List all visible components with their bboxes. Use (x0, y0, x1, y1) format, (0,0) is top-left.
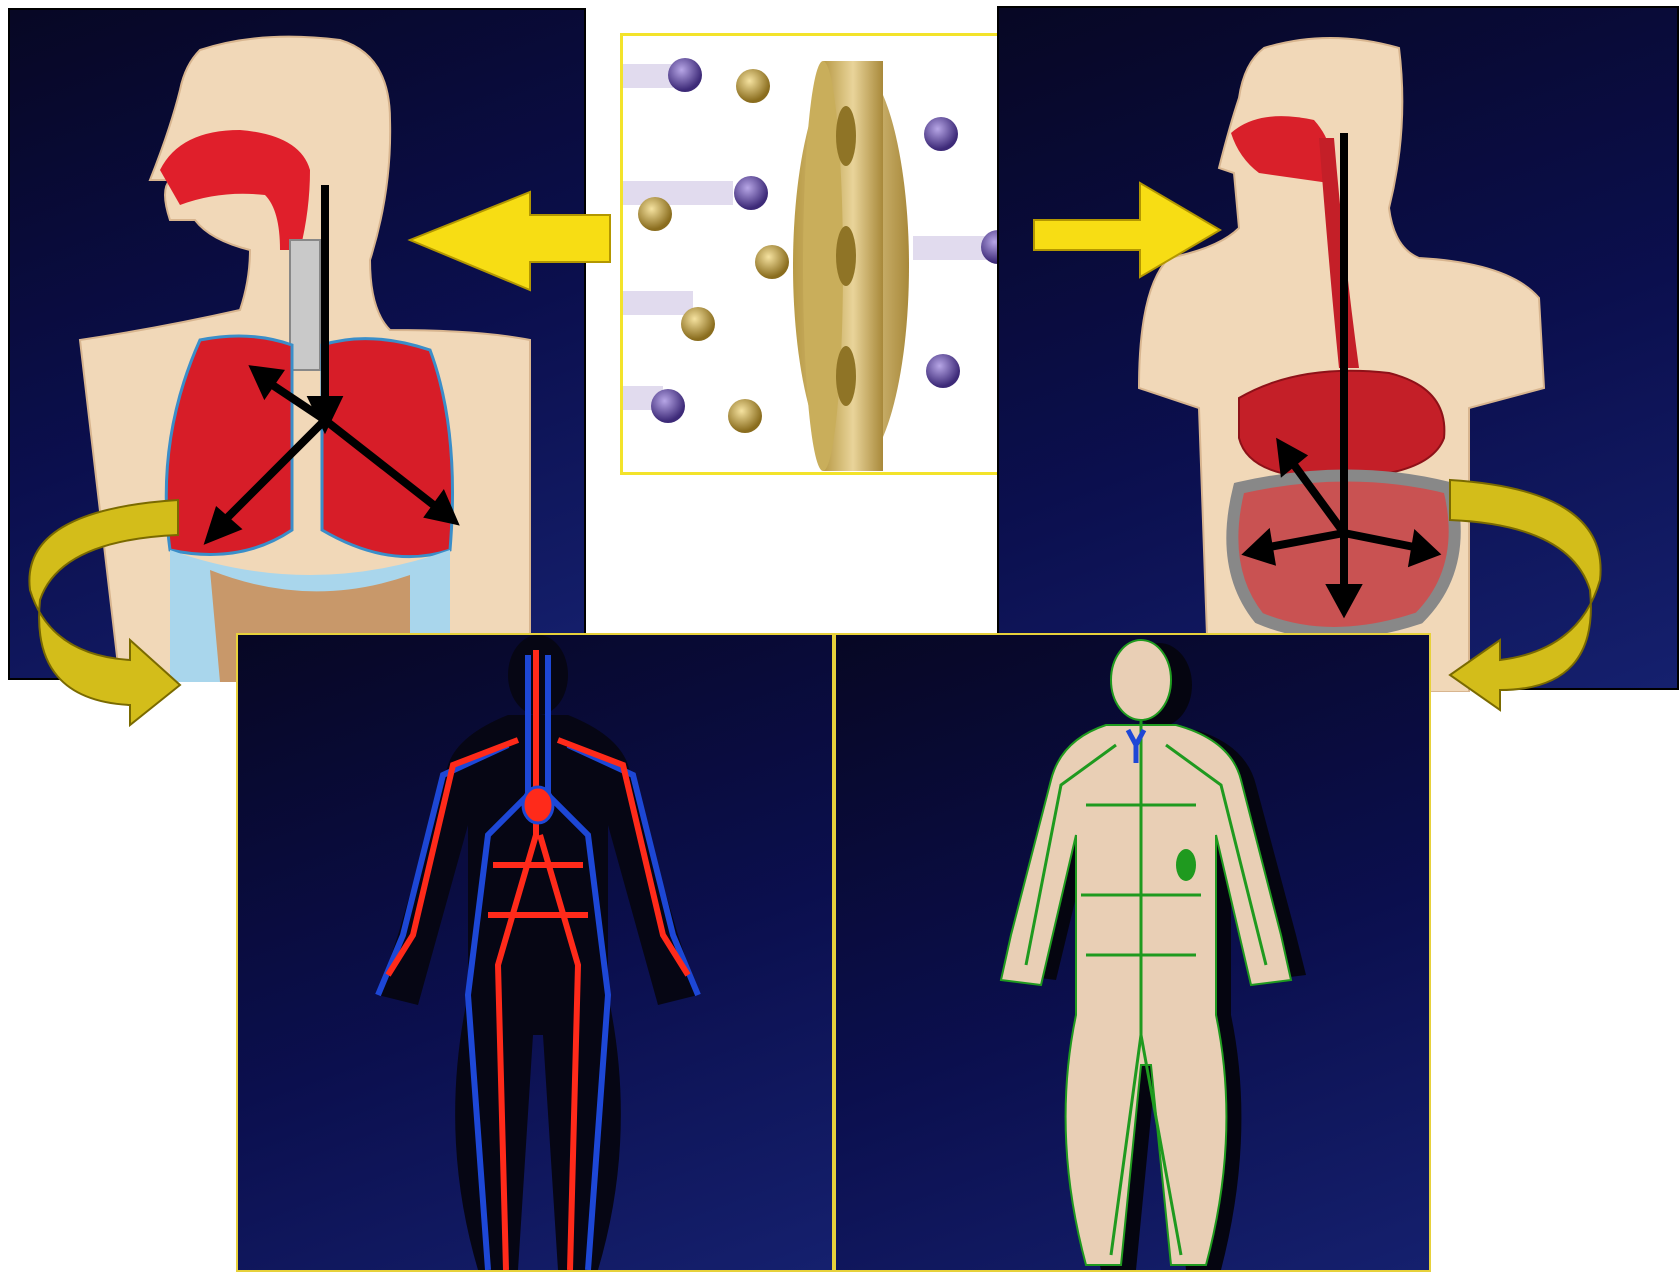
digestive-panel (997, 6, 1679, 690)
respiratory-system-icon (10, 10, 588, 682)
respiratory-panel (8, 8, 586, 680)
lymphatic-panel (834, 633, 1431, 1272)
cell-membrane-transport-icon (623, 36, 1031, 472)
digestive-system-icon (999, 8, 1679, 692)
circulatory-system-icon (238, 635, 832, 1270)
lymphatic-system-icon (836, 635, 1429, 1270)
circulatory-panel (236, 633, 834, 1272)
membrane-panel (620, 33, 1034, 475)
